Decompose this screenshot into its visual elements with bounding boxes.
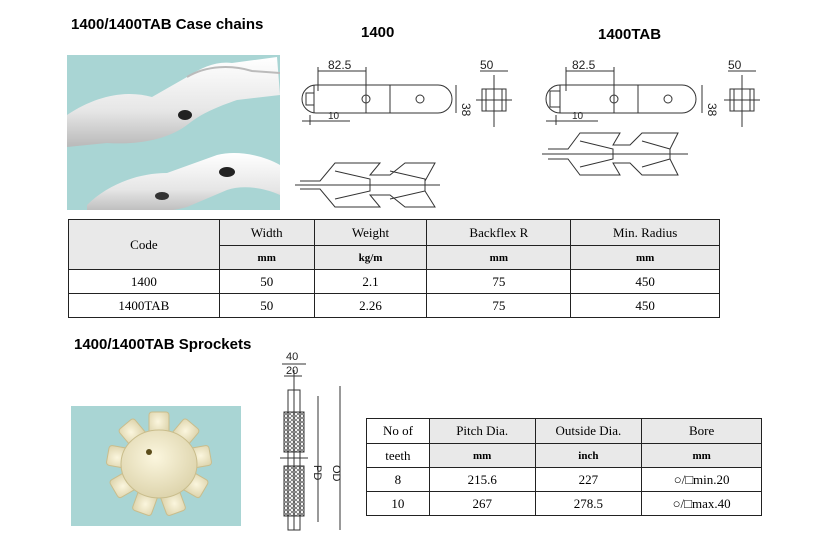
sprocket-photo [71,406,241,526]
cell-width: 50 [218,269,315,294]
svg-text:38: 38 [459,103,473,117]
chain-section-title: 1400/1400TAB Case chains [71,16,264,33]
header-bore: Bore [641,418,762,444]
header-teeth-2: teeth [366,443,430,468]
dim-pd: PD [311,465,323,480]
unit-width: mm [218,245,315,270]
chain-spec-table: Code Width Weight Backflex R Min. Radius… [68,219,720,318]
cell-outside: 227 [534,467,643,492]
chain-photo [67,55,280,210]
svg-text:82.5: 82.5 [328,58,352,72]
header-code: Code [68,219,220,270]
cell-weight: 2.26 [313,293,428,318]
cell-outside: 278.5 [534,491,643,516]
label-1400tab: 1400TAB [598,26,662,43]
unit-min-radius: mm [570,245,720,270]
cell-bore: ○/□max.40 [641,491,762,516]
header-width: Width [218,219,315,246]
header-pitch: Pitch Dia. [428,418,536,444]
chain-1400tab-drawing: 82.5 50 38 10 [542,58,760,176]
header-teeth: No of [366,418,430,444]
cell-weight: 2.1 [313,269,428,294]
svg-text:50: 50 [480,58,494,72]
header-weight: Weight [313,219,428,246]
cell-pitch: 267 [428,491,536,516]
table-row: 1400TAB 50 2.26 75 450 [68,293,720,318]
cell-teeth: 8 [366,467,430,492]
chain-1400-drawing: 82.5 50 38 10 [295,58,512,208]
table-row: 8 215.6 227 ○/□min.20 [366,467,762,492]
table-row: 1400 50 2.1 75 450 [68,269,720,294]
sprocket-section-title: 1400/1400TAB Sprockets [74,336,252,353]
header-backflex: Backflex R [426,219,572,246]
header-outside: Outside Dia. [534,418,643,444]
svg-text:10: 10 [328,111,340,122]
cell-code: 1400TAB [68,293,220,318]
dim-face: 20 [286,365,298,377]
unit-weight: kg/m [313,245,428,270]
svg-text:50: 50 [728,58,742,72]
cell-code: 1400 [68,269,220,294]
unit-backflex: mm [426,245,572,270]
unit-outside: inch [534,443,643,468]
unit-pitch: mm [428,443,536,468]
cell-backflex: 75 [426,293,572,318]
sprocket-spec-table: No of Pitch Dia. Outside Dia. Bore teeth… [366,418,762,516]
svg-text:38: 38 [705,103,719,117]
cell-bore: ○/□min.20 [641,467,762,492]
unit-bore: mm [641,443,762,468]
label-1400: 1400 [361,24,395,41]
cell-min-radius: 450 [570,269,720,294]
cell-width: 50 [218,293,315,318]
table-row: 10 267 278.5 ○/□max.40 [366,491,762,516]
cell-teeth: 10 [366,491,430,516]
header-min-radius: Min. Radius [570,219,720,246]
svg-text:10: 10 [572,111,584,122]
dim-od: OD [330,465,342,482]
cell-min-radius: 450 [570,293,720,318]
dim-hub: 40 [286,351,298,363]
cell-pitch: 215.6 [428,467,536,492]
svg-text:82.5: 82.5 [572,58,596,72]
sprocket-side-drawing: 40 20 PD OD [280,351,342,531]
cell-backflex: 75 [426,269,572,294]
